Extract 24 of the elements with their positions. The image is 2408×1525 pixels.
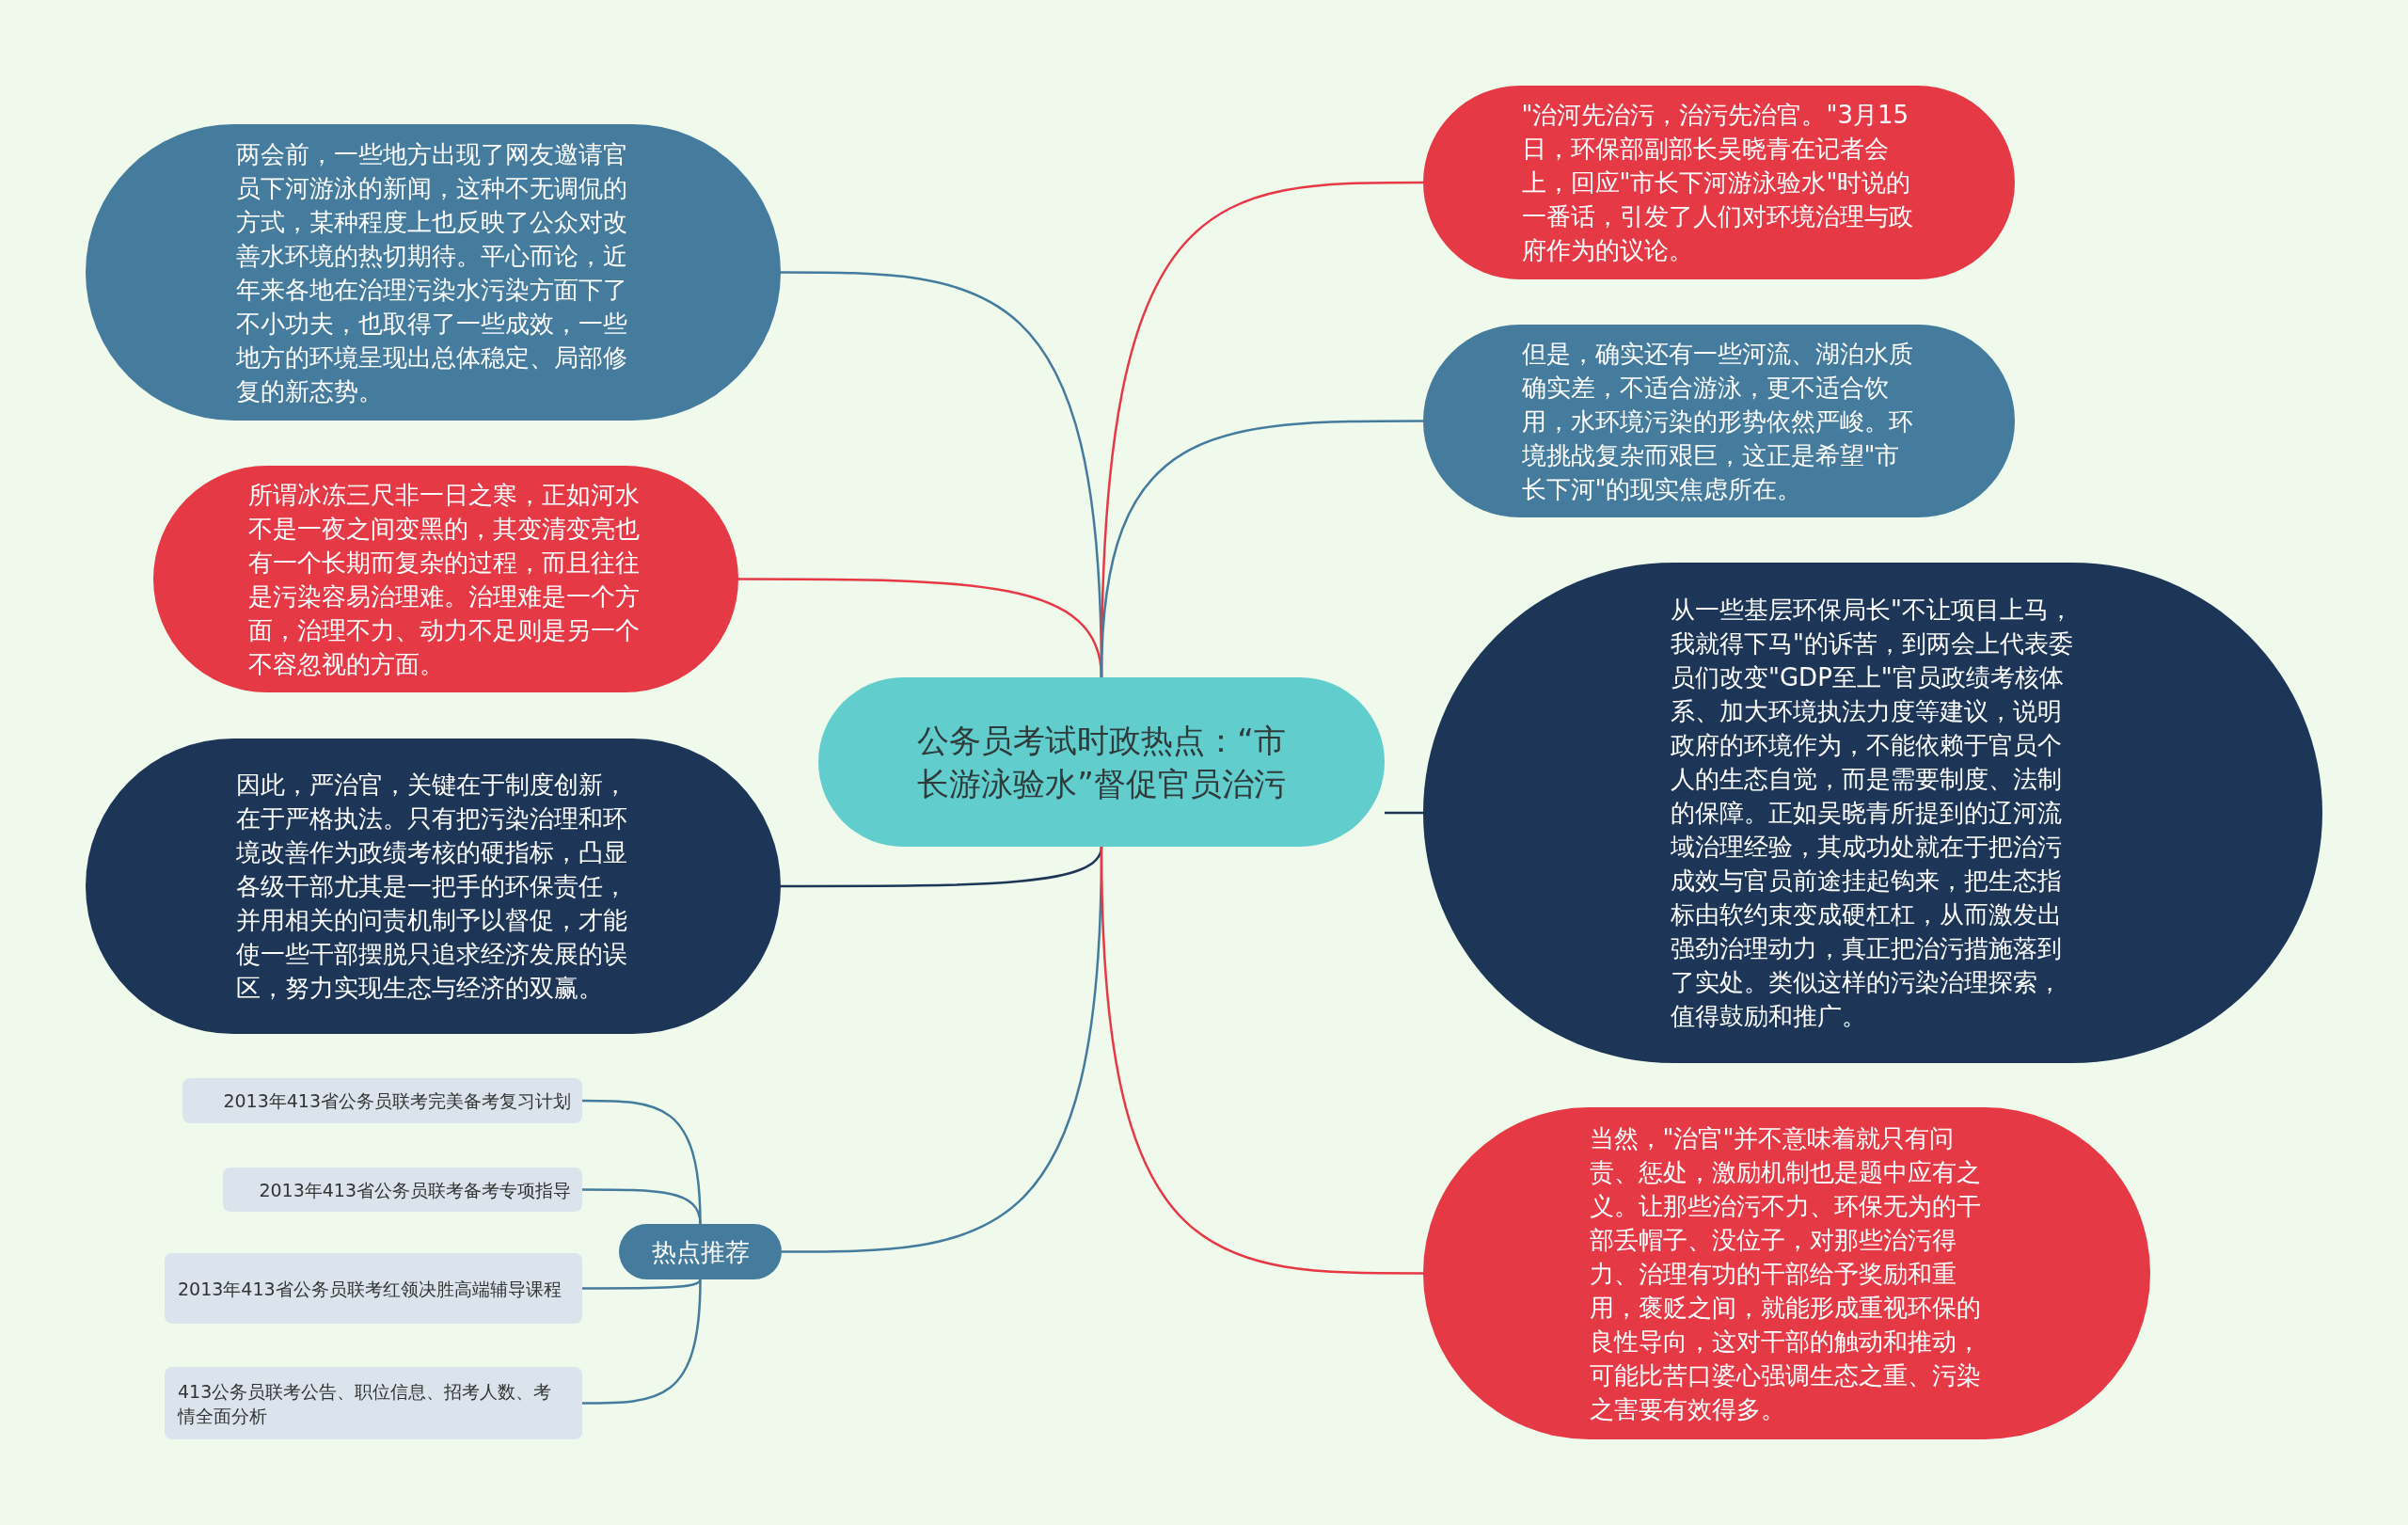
connector-line <box>1385 811 1423 815</box>
connector-line <box>1100 846 1423 1275</box>
node-text: 公务员考试时政热点：“市长游泳验水”督促官员治污 <box>916 721 1287 804</box>
connector-line <box>1100 420 1423 678</box>
node-text: 从一些基层环保局长"不让项目上马，我就得下马"的诉苦，到两会上代表委员们改变"GDP至上"官员政绩考核体系、加大环境执法力度等建议，说明政府的环境作为，不能依赖于官员个人的生态自觉，而是需要制度、法制的保障。正如吴晓青所提到的辽河流域治理经验，其成功处就在于把治污成效与官员前途挂起钩来，把生态指标由软约束变成硬杠杠，从而激发出强劲治理动力，真正把治污措施落到了实处。类似这样的污染治理探索，值得鼓励和推广。 <box>1671 595 2074 1032</box>
node-text: 2013年413省公务员联考备考专项指导 <box>258 1178 571 1202</box>
node-text: 2013年413省公务员联考红领决胜高端辅导课程 <box>178 1277 562 1301</box>
link-card <box>182 1078 582 1123</box>
node-text: 所谓冰冻三尺非一日之寒，正如河水不是一夜之间变黑的，其变清变亮也有一个长期而复杂的过程，而且往往是污染容易治理难。治理难是一个方面，治理不力、动力不足则是另一个不容忽视的方面。 <box>248 479 641 680</box>
node-text: 2013年413省公务员联考完美备考复习计划 <box>222 1089 571 1113</box>
node-text: "治河先治污，治污先治官。"3月15日，环保部副部长吴晓青在记者会上，回应"市长下河游泳验水"时说的一番话，引发了人们对环境治理与政府作为的议论。 <box>1521 100 1914 266</box>
link-card <box>165 1367 582 1439</box>
connector-line <box>582 1279 702 1405</box>
connector-line <box>582 1188 702 1225</box>
node-text: 两会前，一些地方出现了网友邀请官员下河游泳的新闻，这种不无调侃的方式，某种程度上也反映了公众对改善水环境的热切期待。平心而论，近年来各地在治理污染水污染方面下了不小功夫，也取得了一些成效，一些地方的环境呈现出总体稳定、局部修复的新态势。 <box>235 138 628 407</box>
connector-line <box>582 1279 702 1290</box>
node-text: 热点推荐 <box>650 1236 751 1268</box>
connector-line <box>781 846 1103 888</box>
node-text: 但是，确实还有一些河流、湖泊水质确实差，不适合游泳，更不适合饮用，水环境污染的形势依然严峻。环境挑战复杂而艰巨，这正是希望"市长下河"的现实焦虑所在。 <box>1521 338 1914 505</box>
link-card <box>165 1253 582 1324</box>
link-card <box>223 1168 582 1212</box>
node-text: 因此，严治官，关键在于制度创新，在于严格执法。只有把污染治理和环境改善作为政绩考核的硬指标，凸显各级干部尤其是一把手的环保责任，并用相关的问责机制予以督促，才能使一些干部摆脱只追求经济发展的误区，努力实现生态与经济的双赢。 <box>235 770 628 1004</box>
node-text: 413公务员联考公告、职位信息、招考人数、考情全面分析 <box>178 1379 553 1428</box>
node-text: 当然，"治官"并不意味着就只有问责、惩处，激励机制也是题中应有之义。让那些治污不力、环保无为的干部丢帽子、没位子，对那些治污得力、治理有功的干部给予奖励和重用，褒贬之间，就能形成重视环保的良性导向，这对干部的触动和推动，可能比苦口婆心强调生态之重、污染之害要有效得多。 <box>1589 1122 1982 1425</box>
